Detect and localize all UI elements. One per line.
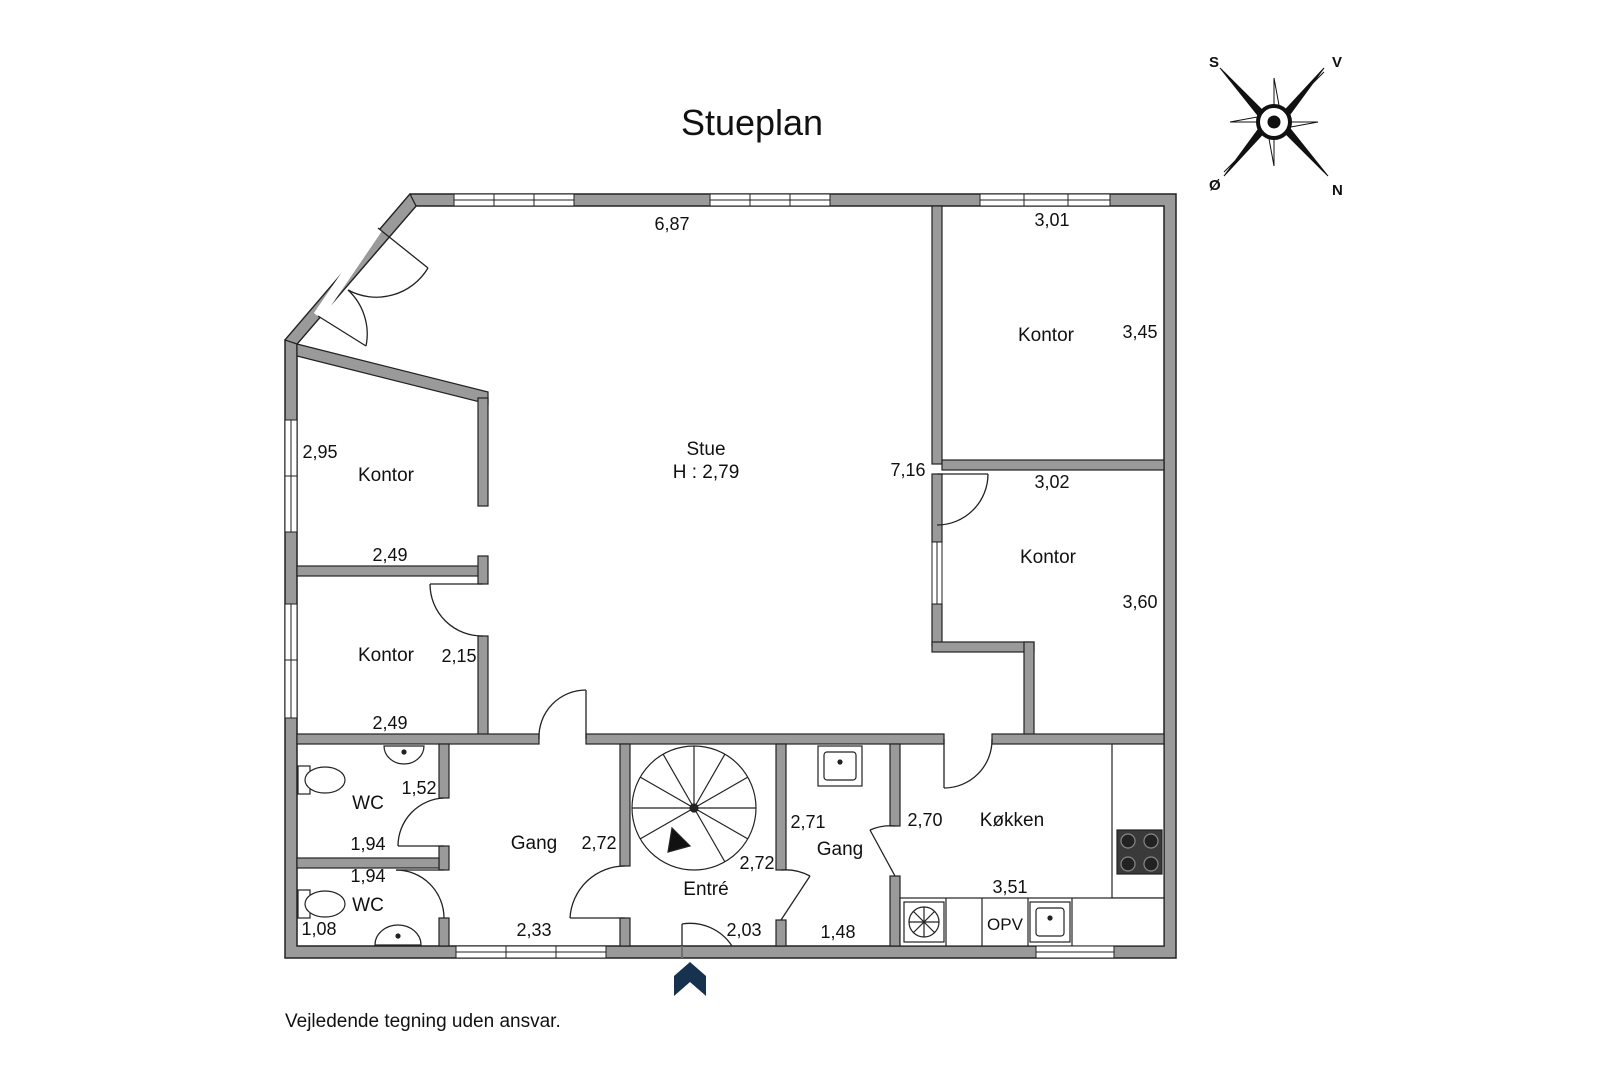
outer-walls [284,193,1177,959]
room-stue-height: H : 2,79 [673,462,740,483]
doors [395,473,993,958]
stue-dim-top: 6,87 [654,214,689,234]
windows [284,193,1115,959]
room-gang-left-name: Gang [511,833,557,854]
stove-icon [1116,829,1163,875]
wc-lower-width: 1,94 [350,866,385,886]
compass-v-label: V [1332,54,1342,71]
sink-upper-icon [383,745,425,765]
wc-lower-height: 1,08 [301,919,336,939]
kitchen-counter-dividers [945,898,1073,946]
kontor-tr-width: 3,01 [1034,210,1069,230]
room-entre-name: Entré [683,879,728,900]
kontor-mr-height: 3,60 [1122,592,1157,612]
wc-upper-width: 1,94 [350,834,385,854]
room-kontor-tr-name: Kontor [1018,325,1075,346]
utility-sink-icon [817,745,863,787]
fan-icon [903,901,945,943]
room-kokken-name: Køkken [980,810,1044,831]
kontor-mr-width: 3,02 [1034,472,1069,492]
room-kontor-bl-name: Kontor [358,645,415,666]
gang-left-height: 2,72 [581,833,616,853]
compass-o-label: Ø [1209,177,1221,194]
kontor-bl-height: 2,15 [441,646,476,666]
room-kontor-tl-name: Kontor [358,465,415,486]
compass-n-label: N [1332,182,1343,199]
toilet-upper-icon [297,765,346,795]
toilet-lower-icon [297,889,346,919]
kokken-width: 3,51 [992,877,1027,897]
spiral-staircase [631,745,757,871]
kokken-height: 2,70 [907,810,942,830]
gang-left-width: 2,33 [516,920,551,940]
entrance-arrow-icon [674,962,706,996]
kontor-tr-height: 3,45 [1122,322,1157,342]
sink-lower-icon [374,924,422,946]
room-wc-upper-name: WC [352,793,384,814]
entre-height: 2,72 [739,853,774,873]
compass-s-label: S [1209,54,1219,71]
gang-right-width: 1,48 [820,922,855,942]
room-gang-right-name: Gang [817,839,863,860]
compass-rose-icon [1219,67,1329,177]
stue-dim-right: 7,16 [890,460,925,480]
room-kontor-mr-name: Kontor [1020,547,1077,568]
kontor-tl-width: 2,49 [372,545,407,565]
opv-label: OPV [987,915,1024,934]
wc-upper-height: 1,52 [401,778,436,798]
gang-right-height: 2,71 [790,812,825,832]
entre-width: 2,03 [726,920,761,940]
room-wc-lower-name: WC [352,895,384,916]
kitchen-sink-icon [1029,901,1071,943]
corner-double-door [283,192,429,347]
disclaimer-text: Vejledende tegning uden ansvar. [285,1011,561,1032]
room-stue-name: Stue [686,439,725,460]
page-title: Stueplan [681,102,823,143]
kontor-bl-width: 2,49 [372,713,407,733]
kontor-tl-height: 2,95 [302,442,337,462]
